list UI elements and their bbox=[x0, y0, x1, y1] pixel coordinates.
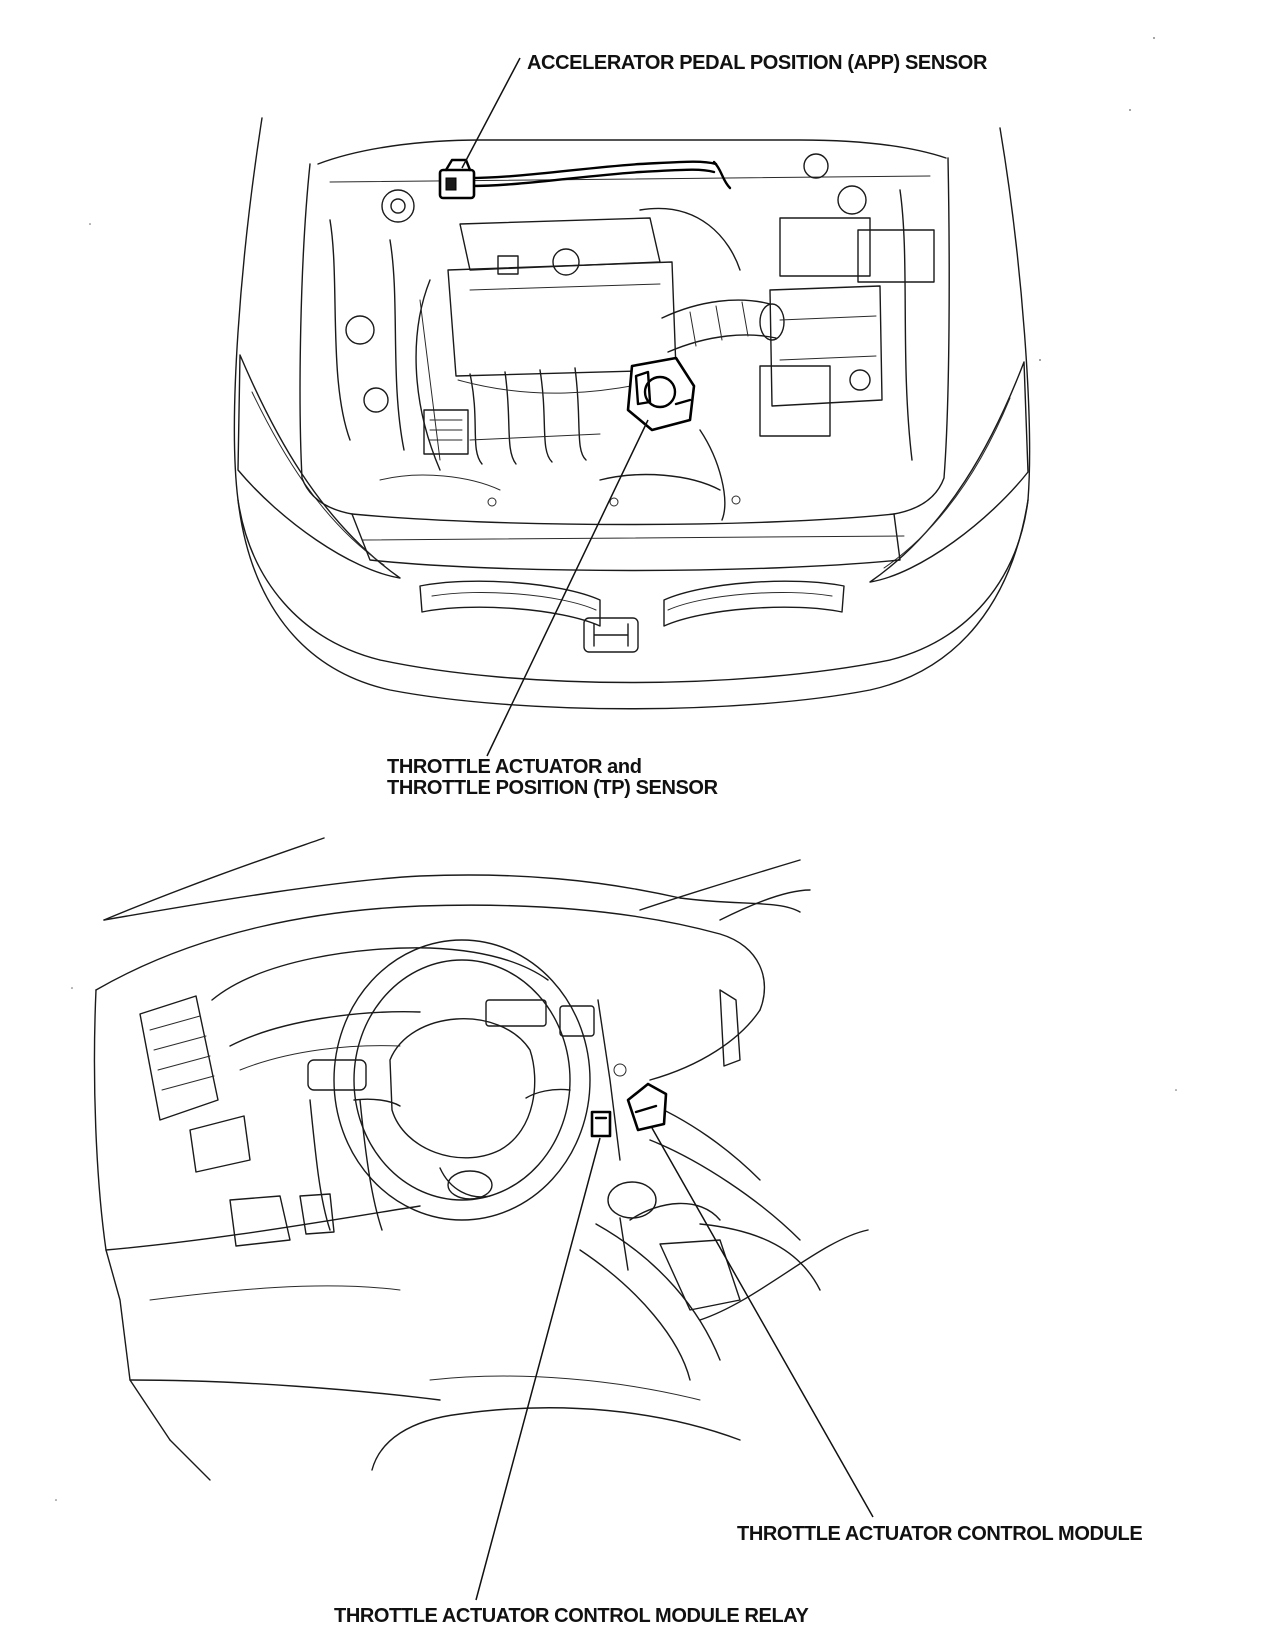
dashboard-interior-illustration bbox=[93, 837, 869, 1481]
leader-tacm bbox=[651, 1127, 874, 1518]
leader-throttle-actuator bbox=[486, 419, 649, 757]
label-tacm-relay: THROTTLE ACTUATOR CONTROL MODULE RELAY bbox=[334, 1605, 809, 1627]
throttle-body-mark bbox=[626, 356, 696, 432]
scan-specks bbox=[55, 37, 1177, 1501]
label-app-sensor: ACCELERATOR PEDAL POSITION (APP) SENSOR bbox=[527, 52, 988, 74]
label-tp-sensor: THROTTLE POSITION (TP) SENSOR bbox=[387, 777, 718, 799]
label-tacm: THROTTLE ACTUATOR CONTROL MODULE bbox=[737, 1523, 1143, 1545]
leader-app-sensor bbox=[461, 57, 521, 169]
leader-tacm-relay bbox=[475, 1137, 601, 1601]
engine-compartment-illustration bbox=[233, 117, 1031, 710]
tacm-mark bbox=[626, 1082, 668, 1132]
app-sensor-mark bbox=[438, 158, 476, 200]
label-throttle-actuator: THROTTLE ACTUATOR and bbox=[387, 756, 642, 778]
tacm-relay-mark bbox=[590, 1110, 612, 1138]
